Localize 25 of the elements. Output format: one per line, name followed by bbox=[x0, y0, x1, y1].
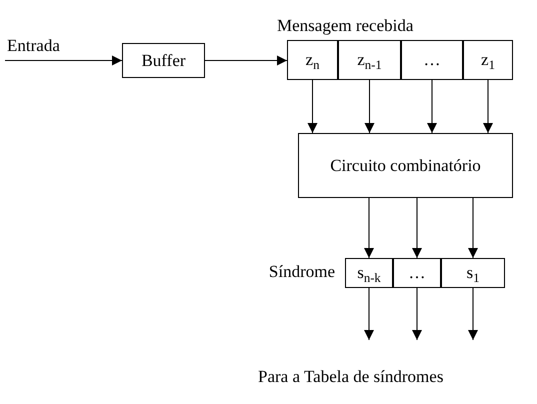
register-cell: … bbox=[393, 258, 441, 288]
arrow bbox=[468, 198, 478, 258]
arrow bbox=[412, 288, 422, 340]
process-box: Buffer bbox=[122, 43, 205, 78]
register-cell: z$_{1}$ bbox=[463, 40, 513, 80]
register-cell: z$_{n}$ bbox=[287, 40, 338, 80]
caption-label: Para a Tabela de síndromes bbox=[258, 368, 444, 385]
heading-label: Mensagem recebida bbox=[277, 17, 414, 34]
arrow bbox=[204, 56, 288, 66]
arrow bbox=[468, 288, 478, 340]
arrow bbox=[427, 80, 437, 134]
register-cell: s$_{n-k}$ bbox=[345, 258, 393, 288]
register-cell: s$_{1}$ bbox=[441, 258, 505, 288]
arrow bbox=[364, 288, 374, 340]
heading-label: Síndrome bbox=[268, 263, 335, 280]
arrow bbox=[483, 80, 493, 134]
arrow bbox=[364, 80, 374, 134]
process-box: Circuito combinatório bbox=[298, 133, 513, 198]
arrow bbox=[308, 80, 318, 134]
edge-label: Entrada bbox=[7, 36, 60, 54]
arrow bbox=[364, 198, 374, 258]
register-cell: z$_{n-1}$ bbox=[338, 40, 401, 80]
arrow bbox=[412, 198, 422, 258]
register-cell: … bbox=[401, 40, 463, 80]
arrow bbox=[4, 56, 122, 66]
